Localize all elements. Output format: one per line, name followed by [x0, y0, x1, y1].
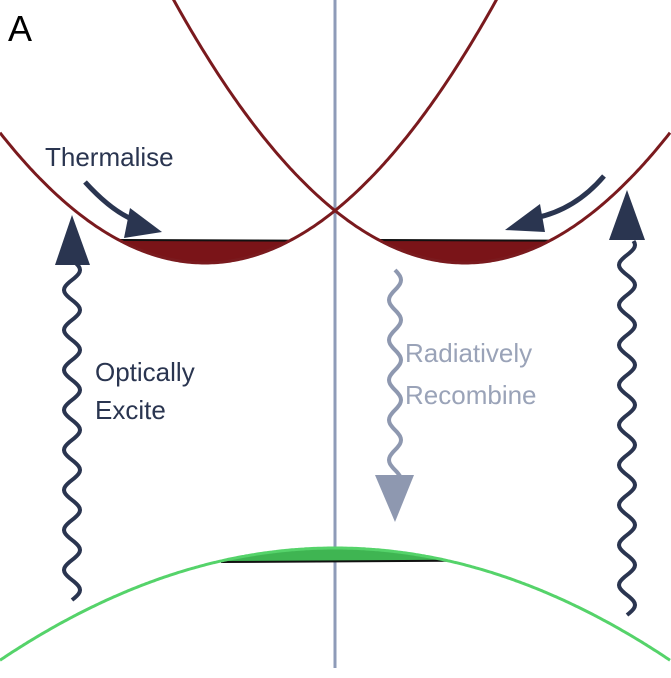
optically-label: Optically	[95, 357, 195, 387]
optical-excite-arrow-right	[616, 240, 638, 617]
thermalise-arrow-right	[534, 174, 606, 221]
thermalise-label: Thermalise	[45, 142, 174, 172]
thermalise-arrowhead-right-icon	[505, 204, 545, 232]
valence-band	[0, 546, 671, 662]
arrow-head-down-icon	[375, 475, 414, 522]
panel-label: A	[8, 8, 33, 49]
thermalise-arrowhead-left-icon	[124, 208, 162, 238]
arrow-head-right-icon	[609, 190, 645, 240]
conduction-band-left	[0, 0, 498, 265]
conduction-band-right	[172, 0, 671, 265]
optical-excite-arrow-left	[61, 260, 83, 602]
excite-label: Excite	[95, 395, 166, 425]
recombine-label: Recombine	[405, 380, 537, 410]
arrow-head-left-icon	[55, 215, 90, 265]
radiatively-label: Radiatively	[405, 338, 533, 368]
radiative-recombine-arrow	[386, 268, 404, 479]
